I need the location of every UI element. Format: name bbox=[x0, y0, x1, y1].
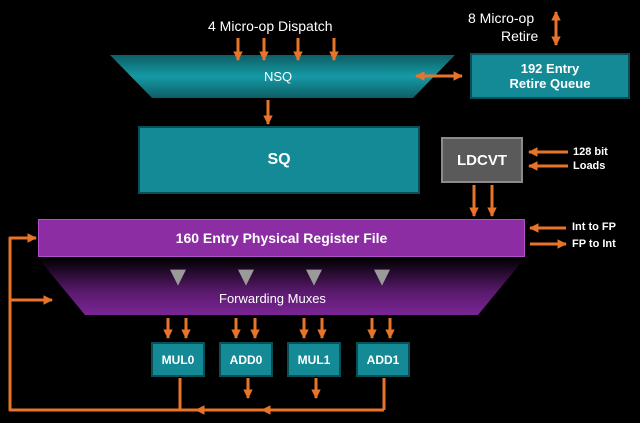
forwarding-muxes-label: Forwarding Muxes bbox=[219, 291, 326, 306]
unit-add0: ADD0 bbox=[219, 342, 273, 377]
unit-add1-label: ADD1 bbox=[366, 352, 400, 367]
retire-label-line1: 8 Micro-op bbox=[468, 10, 535, 26]
fp-to-int-label: FP to Int bbox=[572, 238, 616, 250]
unit-add0-label: ADD0 bbox=[229, 352, 263, 367]
retire-queue: 192 Entry Retire Queue bbox=[470, 53, 630, 99]
retire-queue-line1: 192 Entry bbox=[520, 61, 580, 76]
loads-label-line2: Loads bbox=[573, 160, 606, 172]
unit-mul0: MUL0 bbox=[151, 342, 205, 377]
ldcvt-box: LDCVT bbox=[441, 137, 523, 183]
ldcvt-label: LDCVT bbox=[457, 151, 507, 169]
nsq-shape bbox=[110, 55, 455, 98]
sq-label: SQ bbox=[267, 151, 291, 168]
loads-label-line1: 128 bit bbox=[573, 146, 608, 158]
retire-queue-line2: Retire Queue bbox=[509, 76, 591, 91]
prf-label: 160 Entry Physical Register File bbox=[175, 230, 388, 246]
physical-register-file: 160 Entry Physical Register File bbox=[38, 219, 525, 257]
forwarding-muxes-shape bbox=[38, 258, 525, 315]
sq-box: SQ bbox=[138, 126, 420, 194]
unit-mul1-label: MUL1 bbox=[297, 352, 331, 367]
unit-mul0-label: MUL0 bbox=[161, 352, 195, 367]
nsq-label: NSQ bbox=[264, 69, 293, 84]
unit-mul1: MUL1 bbox=[287, 342, 341, 377]
orange-arrows bbox=[8, 11, 568, 415]
unit-add1: ADD1 bbox=[356, 342, 410, 377]
dispatch-label: 4 Micro-op Dispatch bbox=[208, 18, 333, 34]
int-to-fp-label: Int to FP bbox=[572, 221, 616, 233]
retire-label-line2: Retire bbox=[501, 28, 539, 44]
